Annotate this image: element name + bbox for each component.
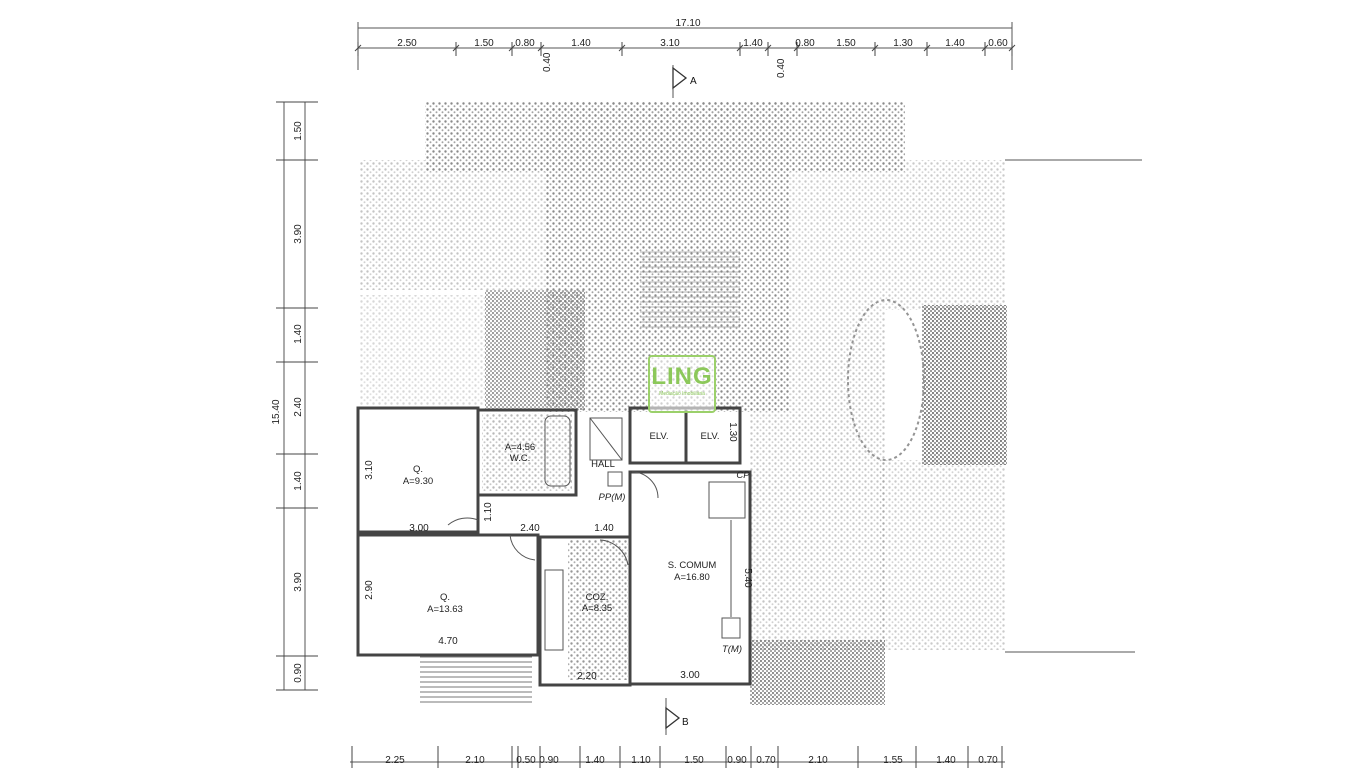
kitchen-name: COZ. — [586, 592, 609, 603]
bottom-dim-12: 1.40 — [936, 755, 956, 766]
living-room-area: A=16.80 — [674, 572, 710, 583]
section-b-label: B — [682, 717, 689, 728]
top-tick-slash — [452, 44, 460, 52]
kitchen-width-dim: 2.20 — [577, 671, 597, 682]
bedroom-1-width-dim: 3.00 — [409, 523, 429, 534]
wc-floor-hatch — [482, 413, 572, 491]
bottom-dim-9: 0.70 — [756, 755, 776, 766]
top-dim-1: 2.50 — [397, 38, 417, 49]
top-total-dimension: 17.10 — [675, 18, 700, 29]
top-tick-slash — [793, 44, 801, 52]
kitchen-area: A=8.35 — [582, 603, 612, 614]
top-dim-10: 1.40 — [945, 38, 965, 49]
logo-text: LING — [651, 363, 713, 390]
top-small-dim-2: 0.40 — [776, 58, 787, 78]
left-dim-6: 3.90 — [293, 572, 304, 592]
top-tick-slash — [354, 44, 362, 52]
bottom-dim-4: 0.90 — [539, 755, 559, 766]
cp-label: CP — [736, 470, 750, 481]
bottom-dim-13: 0.70 — [978, 755, 998, 766]
top-small-dim-1: 0.40 — [542, 52, 553, 72]
wc-area: A=4.56 — [505, 442, 535, 453]
top-tick-slash — [1008, 44, 1016, 52]
bottom-dim-1: 2.25 — [385, 755, 405, 766]
left-dim-2: 3.90 — [293, 224, 304, 244]
kitchen-floor-hatch — [568, 540, 628, 680]
bedroom-1-name: Q. — [413, 464, 423, 475]
top-tick-slash — [764, 44, 772, 52]
left-dim-3: 1.40 — [293, 324, 304, 344]
living-room-width-dim: 3.00 — [680, 670, 700, 681]
bottom-dim-11: 1.55 — [883, 755, 903, 766]
hall-label: HALL — [591, 459, 615, 470]
top-dim-11: 0.60 — [988, 38, 1008, 49]
living-room-name: S. COMUM — [668, 560, 717, 571]
top-tick-slash — [923, 44, 931, 52]
bottom-dim-3: 0.50 — [516, 755, 536, 766]
left-dimensions: 15.40 1.50 3.90 1.40 2.40 1.40 3.90 0.90 — [271, 101, 318, 691]
top-tick-slash — [736, 44, 744, 52]
bedroom-2-width-dim: 4.70 — [438, 636, 458, 647]
bedroom-1-height-dim: 3.10 — [364, 460, 375, 480]
top-dimensions: 17.10 2.50 1.50 0.80 1.40 3.10 1.40 0.80… — [354, 18, 1016, 78]
bottom-dim-8: 0.90 — [727, 755, 747, 766]
bottom-dim-7: 1.50 — [684, 755, 704, 766]
bedroom-2-height-dim: 2.90 — [364, 580, 375, 600]
obscured-area — [360, 102, 1007, 705]
top-dim-5: 3.10 — [660, 38, 680, 49]
section-a-label: A — [690, 76, 697, 87]
elevator-2-label: ELV. — [700, 431, 719, 442]
top-dim-4: 1.40 — [571, 38, 591, 49]
top-dim-2: 1.50 — [474, 38, 494, 49]
top-dim-9: 1.30 — [893, 38, 913, 49]
bottom-dim-2: 2.10 — [465, 755, 485, 766]
elevator-1-label: ELV. — [649, 431, 668, 442]
section-marker-a: A — [672, 65, 697, 98]
left-total-dimension: 15.40 — [271, 399, 282, 424]
apartment-walls — [356, 406, 752, 705]
top-tick-slash — [618, 44, 626, 52]
top-tick-slash — [508, 44, 516, 52]
top-tick-slash — [871, 44, 879, 52]
top-dim-8: 1.50 — [836, 38, 856, 49]
pp-label: PP(M) — [599, 492, 626, 503]
top-tick-slash — [537, 44, 545, 52]
bottom-dim-10: 2.10 — [808, 755, 828, 766]
left-dim-4: 2.40 — [293, 397, 304, 417]
living-room-height-dim: 5.40 — [742, 568, 753, 588]
top-tick-slash — [981, 44, 989, 52]
wc-name: W.C. — [510, 453, 531, 464]
top-dim-6: 1.40 — [743, 38, 763, 49]
left-dim-5: 1.40 — [293, 471, 304, 491]
left-dim-7: 0.90 — [293, 663, 304, 683]
section-marker-b: B — [665, 698, 689, 735]
bedroom-2-name: Q. — [440, 592, 450, 603]
logo-subtext: Mediação Imobiliária — [659, 391, 705, 397]
corridor-dim-2: 1.40 — [594, 523, 614, 534]
door-dim: 1.10 — [483, 502, 494, 522]
corridor-dim-1: 2.40 — [520, 523, 540, 534]
bottom-dimensions: 2.25 2.10 0.50 0.90 1.40 1.10 1.50 0.90 … — [350, 746, 1005, 768]
top-dim-7: 0.80 — [795, 38, 815, 49]
balcony — [420, 655, 532, 705]
left-dim-1: 1.50 — [293, 121, 304, 141]
tm-label: T(M) — [722, 644, 742, 655]
bottom-dim-5: 1.40 — [585, 755, 605, 766]
watermark-logo: LING Mediação Imobiliária — [648, 355, 716, 413]
top-dim-3: 0.80 — [515, 38, 535, 49]
bedroom-2-area: A=13.63 — [427, 604, 463, 615]
elevator-height-dim: 1.30 — [727, 422, 738, 442]
bottom-dim-6: 1.10 — [631, 755, 651, 766]
bedroom-1-area: A=9.30 — [403, 476, 433, 487]
